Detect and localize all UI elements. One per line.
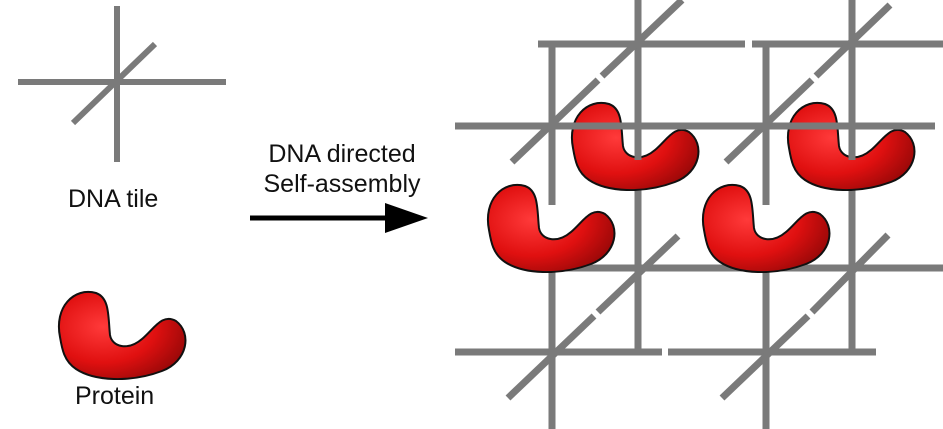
lattice-bar: [505, 313, 597, 401]
lattice-bar: [809, 232, 891, 315]
lattice-bar: [719, 313, 811, 401]
process-label-line2: Self-assembly: [263, 170, 421, 198]
dna-tile-label: DNA tile: [68, 185, 159, 213]
protein-icon: [57, 290, 187, 380]
lattice-bar: [813, 2, 893, 79]
dna-tile-icon: [18, 6, 226, 162]
lattice-bar: [509, 77, 601, 165]
dna-lattice: [455, 0, 943, 429]
lattice-bar: [723, 77, 815, 165]
right-arrow-icon: [250, 203, 428, 233]
process-label-line1: DNA directed: [268, 140, 416, 168]
process-label: DNA directed Self-assembly: [244, 139, 440, 199]
lattice-bar: [595, 233, 681, 315]
lattice-front-bars: [548, 122, 935, 205]
protein-label: Protein: [75, 382, 155, 410]
lattice-bar: [599, 0, 685, 79]
